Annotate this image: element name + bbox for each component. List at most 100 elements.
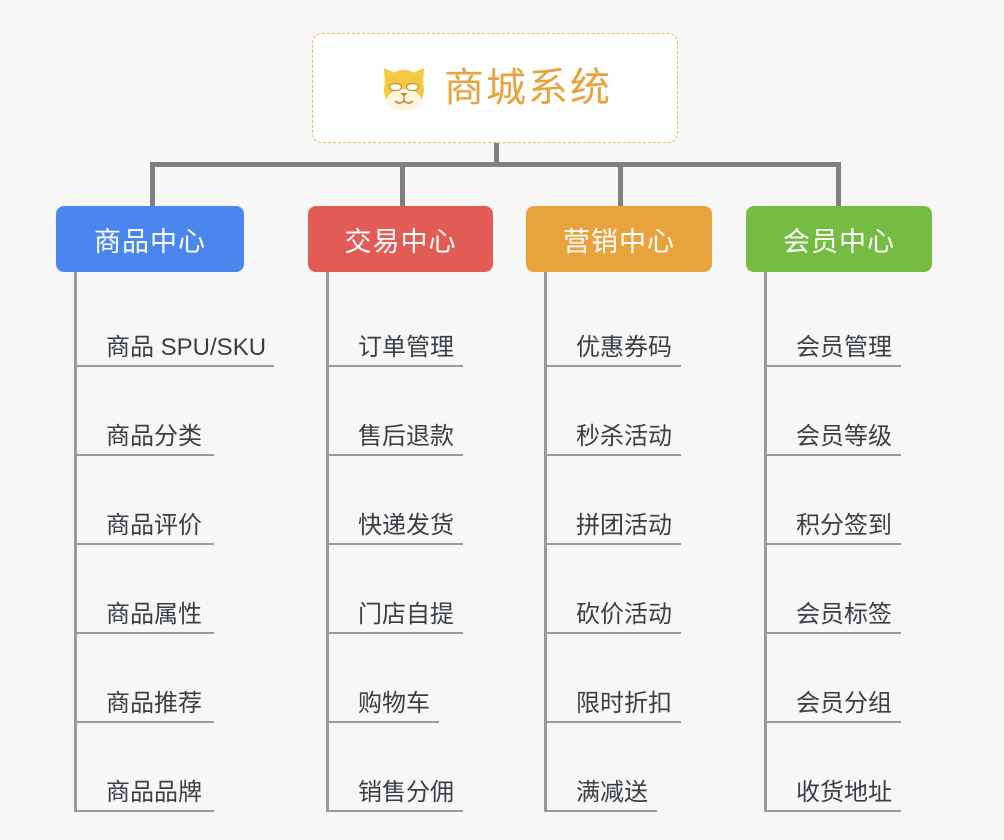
leaf-label: 商品属性 bbox=[106, 601, 202, 629]
leaf-underline bbox=[74, 632, 214, 634]
leaf-underline bbox=[326, 365, 463, 367]
leaf-label: 售后退款 bbox=[358, 423, 454, 451]
leaf-label: 满减送 bbox=[576, 779, 648, 807]
leaf-label: 会员等级 bbox=[796, 423, 892, 451]
list-item[interactable]: 销售分佣 bbox=[326, 723, 493, 812]
spine-line bbox=[74, 272, 77, 812]
category-column-product: 商品中心 商品 SPU/SKU 商品分类 商品评价 商品属性 商品推荐 bbox=[56, 206, 274, 812]
leaf-underline bbox=[764, 632, 901, 634]
leaf-underline bbox=[326, 454, 463, 456]
list-item[interactable]: 订单管理 bbox=[326, 278, 493, 367]
list-item[interactable]: 砍价活动 bbox=[544, 545, 712, 634]
root-title: 商城系统 bbox=[444, 66, 612, 110]
spine-line bbox=[764, 272, 767, 812]
list-item[interactable]: 秒杀活动 bbox=[544, 367, 712, 456]
leaf-label: 门店自提 bbox=[358, 601, 454, 629]
list-item[interactable]: 会员分组 bbox=[764, 634, 932, 723]
category-label: 营销中心 bbox=[563, 226, 675, 257]
list-item[interactable]: 优惠券码 bbox=[544, 278, 712, 367]
leaf-label: 积分签到 bbox=[796, 512, 892, 540]
list-item[interactable]: 商品 SPU/SKU bbox=[74, 278, 274, 367]
leaf-underline bbox=[764, 454, 901, 456]
root-node[interactable]: 商城系统 bbox=[312, 33, 678, 143]
leaf-underline bbox=[544, 454, 681, 456]
leaf-underline bbox=[764, 543, 901, 545]
category-column-member: 会员中心 会员管理 会员等级 积分签到 会员标签 会员分组 bbox=[746, 206, 932, 812]
spine-line bbox=[544, 272, 547, 812]
leaf-underline bbox=[74, 543, 214, 545]
leaf-label: 砍价活动 bbox=[576, 601, 672, 629]
list-item[interactable]: 拼团活动 bbox=[544, 456, 712, 545]
leaf-underline bbox=[764, 365, 901, 367]
list-item[interactable]: 购物车 bbox=[326, 634, 493, 723]
list-item[interactable]: 积分签到 bbox=[764, 456, 932, 545]
category-header-product[interactable]: 商品中心 bbox=[56, 206, 244, 272]
list-item[interactable]: 快递发货 bbox=[326, 456, 493, 545]
leaf-underline bbox=[764, 721, 901, 723]
list-item[interactable]: 商品分类 bbox=[74, 367, 266, 456]
list-item[interactable]: 满减送 bbox=[544, 723, 712, 812]
leaf-underline bbox=[326, 543, 463, 545]
leaf-underline bbox=[326, 721, 439, 723]
list-item[interactable]: 限时折扣 bbox=[544, 634, 712, 723]
list-item[interactable]: 门店自提 bbox=[326, 545, 493, 634]
leaf-list-member: 会员管理 会员等级 积分签到 会员标签 会员分组 收货地址 bbox=[764, 272, 932, 812]
list-item[interactable]: 会员管理 bbox=[764, 278, 932, 367]
leaf-label: 销售分佣 bbox=[358, 779, 454, 807]
category-column-trade: 交易中心 订单管理 售后退款 快递发货 门店自提 购物车 bbox=[308, 206, 493, 812]
list-item[interactable]: 商品推荐 bbox=[74, 634, 266, 723]
leaf-underline bbox=[544, 632, 681, 634]
list-item[interactable]: 商品品牌 bbox=[74, 723, 266, 812]
category-header-trade[interactable]: 交易中心 bbox=[308, 206, 493, 272]
leaf-underline bbox=[544, 721, 681, 723]
category-label: 会员中心 bbox=[783, 226, 895, 257]
connector-horizontal-bar bbox=[150, 162, 840, 167]
leaf-underline bbox=[74, 721, 214, 723]
list-item[interactable]: 收货地址 bbox=[764, 723, 932, 812]
list-item[interactable]: 会员等级 bbox=[764, 367, 932, 456]
leaf-label: 限时折扣 bbox=[576, 690, 672, 718]
connector-drop-3 bbox=[618, 162, 623, 207]
list-item[interactable]: 售后退款 bbox=[326, 367, 493, 456]
leaf-list-trade: 订单管理 售后退款 快递发货 门店自提 购物车 销售分佣 bbox=[326, 272, 493, 812]
leaf-label: 商品推荐 bbox=[106, 690, 202, 718]
leaf-label: 拼团活动 bbox=[576, 512, 672, 540]
leaf-underline bbox=[544, 810, 657, 812]
connector-stem bbox=[494, 143, 499, 167]
leaf-label: 商品 SPU/SKU bbox=[106, 334, 267, 362]
spine-line bbox=[326, 272, 329, 812]
connector-drop-4 bbox=[836, 162, 841, 207]
leaf-underline bbox=[544, 365, 681, 367]
leaf-label: 收货地址 bbox=[796, 779, 892, 807]
leaf-label: 商品评价 bbox=[106, 512, 202, 540]
leaf-list-product: 商品 SPU/SKU 商品分类 商品评价 商品属性 商品推荐 商品品牌 bbox=[74, 272, 274, 812]
category-column-marketing: 营销中心 优惠券码 秒杀活动 拼团活动 砍价活动 限时折扣 bbox=[526, 206, 712, 812]
leaf-underline bbox=[764, 810, 901, 812]
category-header-member[interactable]: 会员中心 bbox=[746, 206, 932, 272]
list-item[interactable]: 商品属性 bbox=[74, 545, 266, 634]
leaf-list-marketing: 优惠券码 秒杀活动 拼团活动 砍价活动 限时折扣 满减送 bbox=[544, 272, 712, 812]
leaf-label: 快递发货 bbox=[358, 512, 454, 540]
connector-drop-2 bbox=[400, 162, 405, 207]
category-label: 交易中心 bbox=[344, 226, 457, 257]
leaf-label: 会员分组 bbox=[796, 690, 892, 718]
leaf-label: 会员标签 bbox=[796, 601, 892, 629]
leaf-underline bbox=[326, 632, 463, 634]
leaf-label: 会员管理 bbox=[796, 334, 892, 362]
leaf-underline bbox=[544, 543, 681, 545]
leaf-underline bbox=[74, 810, 214, 812]
list-item[interactable]: 商品评价 bbox=[74, 456, 266, 545]
leaf-underline bbox=[74, 454, 214, 456]
leaf-label: 秒杀活动 bbox=[576, 423, 672, 451]
leaf-label: 商品品牌 bbox=[106, 779, 202, 807]
connector-drop-1 bbox=[150, 162, 155, 207]
leaf-underline bbox=[326, 810, 463, 812]
leaf-label: 商品分类 bbox=[106, 423, 202, 451]
leaf-label: 优惠券码 bbox=[576, 334, 672, 362]
category-header-marketing[interactable]: 营销中心 bbox=[526, 206, 712, 272]
category-label: 商品中心 bbox=[94, 226, 206, 257]
leaf-label: 订单管理 bbox=[358, 334, 454, 362]
list-item[interactable]: 会员标签 bbox=[764, 545, 932, 634]
shiba-inu-dog-face-icon bbox=[378, 62, 430, 114]
